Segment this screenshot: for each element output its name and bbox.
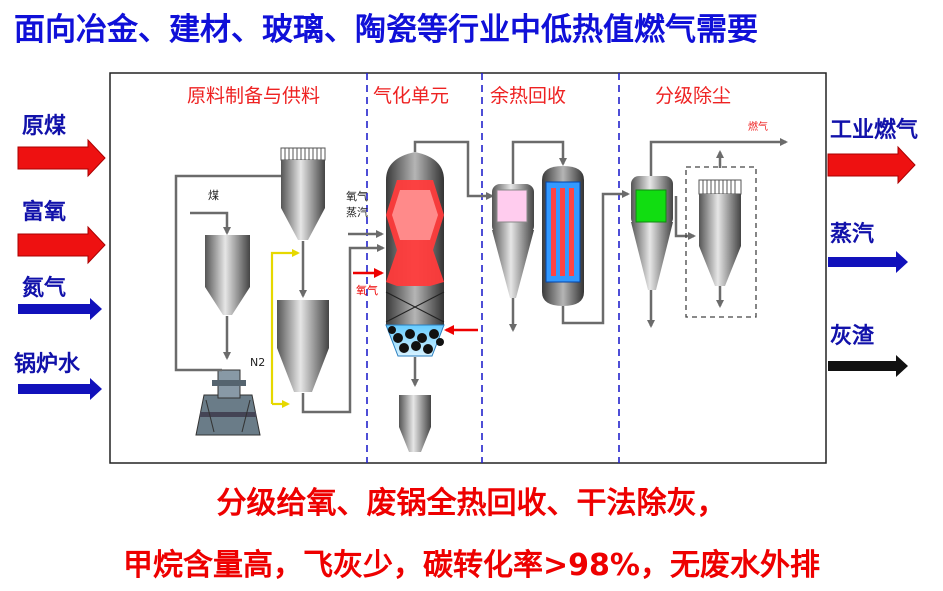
oxygen-steam-label-1: 氧气 [346,189,368,203]
output-label-industrial-gas: 工业燃气 [830,118,919,143]
feed-hopper [277,300,329,392]
steam-arrow [828,251,908,273]
mill-outlet-line [174,172,290,372]
oxygen-steam-label-2: 蒸汽 [346,205,368,219]
n2-line-upper [270,249,300,404]
ash-arrow [828,355,908,377]
bag-filter [685,166,757,318]
section-label-gasification: 气化单元 [373,85,449,107]
cyclone-2 [631,176,673,290]
input-label-nitrogen: 氮气 [22,276,67,301]
section-label-feed: 原料制备与供料 [187,85,320,107]
section-label-heat-recovery: 余热回收 [490,85,566,107]
coal-feed-line [190,211,231,235]
coal-bin [205,235,250,315]
coal-mill [195,369,261,436]
cyclone-2-to-filter-line [674,196,696,240]
industrial-gas-arrow [827,145,916,185]
coal-to-gasifier-line [301,244,385,414]
gasifier [385,152,445,357]
input-label-boiler-water: 锅炉水 [14,352,81,377]
pulverized-coal-bin [280,147,326,240]
nitrogen-arrow [18,298,102,320]
coal-label: 煤 [208,189,219,202]
oxygen-label: 氧气 [356,283,378,297]
output-label-steam: 蒸汽 [830,222,875,247]
raw-coal-arrow [17,138,106,178]
input-label-raw-coal: 原煤 [22,114,67,139]
gas-label: 燃气 [748,120,768,133]
gasifier-outlet-line [413,140,494,200]
output-label-ash: 灰渣 [830,324,875,349]
waste-heat-boiler [542,166,584,306]
section-label-dust-removal: 分级除尘 [655,85,731,107]
n2-label: N2 [250,356,265,369]
clean-gas-outlet-line [649,138,788,176]
input-label-rich-oxygen: 富氧 [22,200,67,225]
summary-line-2: 甲烷含量高，飞灰少，碳转化率>98%，无废水外排 [123,548,820,583]
summary-line-1: 分级给氧、废锅全热回收、干法除灰， [216,486,727,521]
cyclone-1-outlet-line [511,140,567,184]
rich-oxygen-arrow [17,225,106,265]
boiler-outlet-line [561,190,630,325]
slag-hopper [399,395,431,452]
page-title: 面向冶金、建材、玻璃、陶瓷等行业中低热值燃气需要 [14,12,758,48]
cyclone-1 [492,184,534,298]
boiler-water-arrow [18,378,102,400]
